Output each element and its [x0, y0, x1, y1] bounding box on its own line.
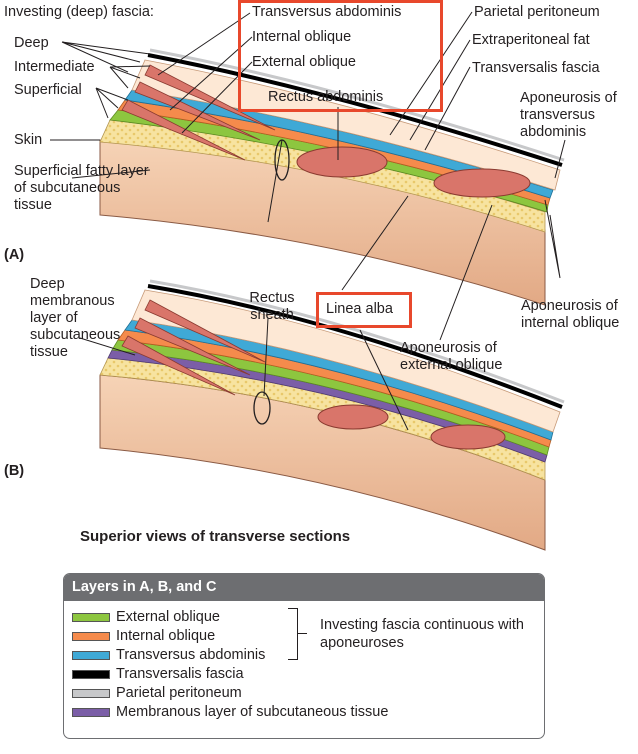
- label-superficial-fatty: Superficial fatty layer of subcutaneous …: [14, 163, 149, 213]
- muscle-wedge-3-a: [121, 99, 246, 161]
- legend-label: Transversus abdominis: [116, 647, 266, 663]
- rectus-left-a: [296, 146, 388, 178]
- legend-label: Internal oblique: [116, 628, 216, 644]
- muscle-wedge-3-b: [121, 335, 236, 396]
- label-extraperitoneal-fat: Extraperitoneal fat: [472, 32, 590, 48]
- legend-item-external-oblique: External oblique: [72, 608, 220, 626]
- extraperitoneal-layer-b: [131, 289, 561, 433]
- rectus-sheath-ring-b: [253, 391, 271, 425]
- legend-label: Parietal peritoneum: [116, 685, 242, 701]
- label-intermediate: Intermediate: [14, 59, 95, 75]
- label-investing-fascia: Investing (deep) fascia:: [4, 4, 154, 20]
- legend-box: Layers in A, B, and C External oblique I…: [63, 573, 545, 739]
- legend-title: Layers in A, B, and C: [64, 574, 544, 601]
- legend-label: External oblique: [116, 609, 220, 625]
- label-aponeurosis-transversus: Aponeurosis of transversus abdominis: [520, 90, 617, 140]
- label-parietal-peritoneum: Parietal peritoneum: [474, 4, 600, 20]
- legend-label: Membranous layer of subcutaneous tissue: [116, 704, 389, 720]
- swatch-transversus-abdominis: [72, 650, 110, 660]
- label-panel-b: (B): [4, 463, 25, 479]
- label-external-oblique: External oblique: [252, 54, 356, 70]
- legend-item-transversalis-fascia: Transversalis fascia: [72, 665, 244, 683]
- section-b: [99, 279, 565, 551]
- swatch-membranous-layer: [72, 707, 110, 717]
- transversalis-line-a: [147, 53, 563, 167]
- label-deep-membranous: Deep membranous layer of subcutaneous ti…: [30, 276, 121, 360]
- muscle-wedge-2-b: [134, 317, 251, 376]
- label-transversus-abdominis: Transversus abdominis: [252, 4, 402, 20]
- swatch-parietal-peritoneum: [72, 688, 110, 698]
- highlight-box-linea-alba: [316, 292, 412, 328]
- legend-item-internal-oblique: Internal oblique: [72, 627, 215, 645]
- rectus-left-b: [317, 404, 389, 430]
- label-aponeurosis-internal: Aponeurosis of internal oblique: [521, 298, 620, 331]
- legend-label: Transversalis fascia: [116, 666, 244, 682]
- rectus-right-a: [433, 168, 531, 198]
- muscle-wedge-1-b: [144, 299, 266, 363]
- legend-brace: [288, 608, 298, 660]
- rectus-right-b: [430, 424, 506, 450]
- legend-item-parietal-peritoneum: Parietal peritoneum: [72, 684, 242, 702]
- section-a: [99, 48, 565, 306]
- label-panel-a: (A): [4, 247, 25, 263]
- legend-brace-tick: [297, 633, 307, 634]
- anatomy-diagram: [50, 11, 566, 551]
- peritoneum-line-a: [149, 48, 565, 162]
- label-linea-alba: Linea alba: [326, 301, 393, 317]
- swatch-external-oblique: [72, 612, 110, 622]
- legend-item-membranous-layer: Membranous layer of subcutaneous tissue: [72, 703, 388, 721]
- label-rectus-sheath: Rectus sheath: [249, 290, 295, 323]
- figure-caption: Superior views of transverse sections: [80, 528, 351, 545]
- leader-lines: [50, 11, 566, 431]
- label-skin: Skin: [14, 132, 43, 148]
- swatch-internal-oblique: [72, 631, 110, 641]
- label-deep: Deep: [14, 35, 49, 51]
- label-internal-oblique: Internal oblique: [252, 29, 352, 45]
- legend-item-transversus-abdominis: Transversus abdominis: [72, 646, 265, 664]
- highlight-box-muscles: [238, 0, 443, 112]
- legend-brace-text: Investing fascia continuous with aponeur…: [320, 617, 524, 651]
- label-superficial: Superficial: [14, 82, 82, 98]
- label-transversalis-fascia: Transversalis fascia: [472, 60, 600, 76]
- label-aponeurosis-external: Aponeurosis of external oblique: [400, 340, 503, 373]
- transversalis-line-b: [147, 284, 563, 409]
- swatch-transversalis-fascia: [72, 669, 110, 679]
- muscle-wedge-1-a: [144, 64, 276, 131]
- label-rectus-abdominis: Rectus abdominis: [268, 89, 384, 105]
- muscle-wedge-2-a: [134, 81, 261, 141]
